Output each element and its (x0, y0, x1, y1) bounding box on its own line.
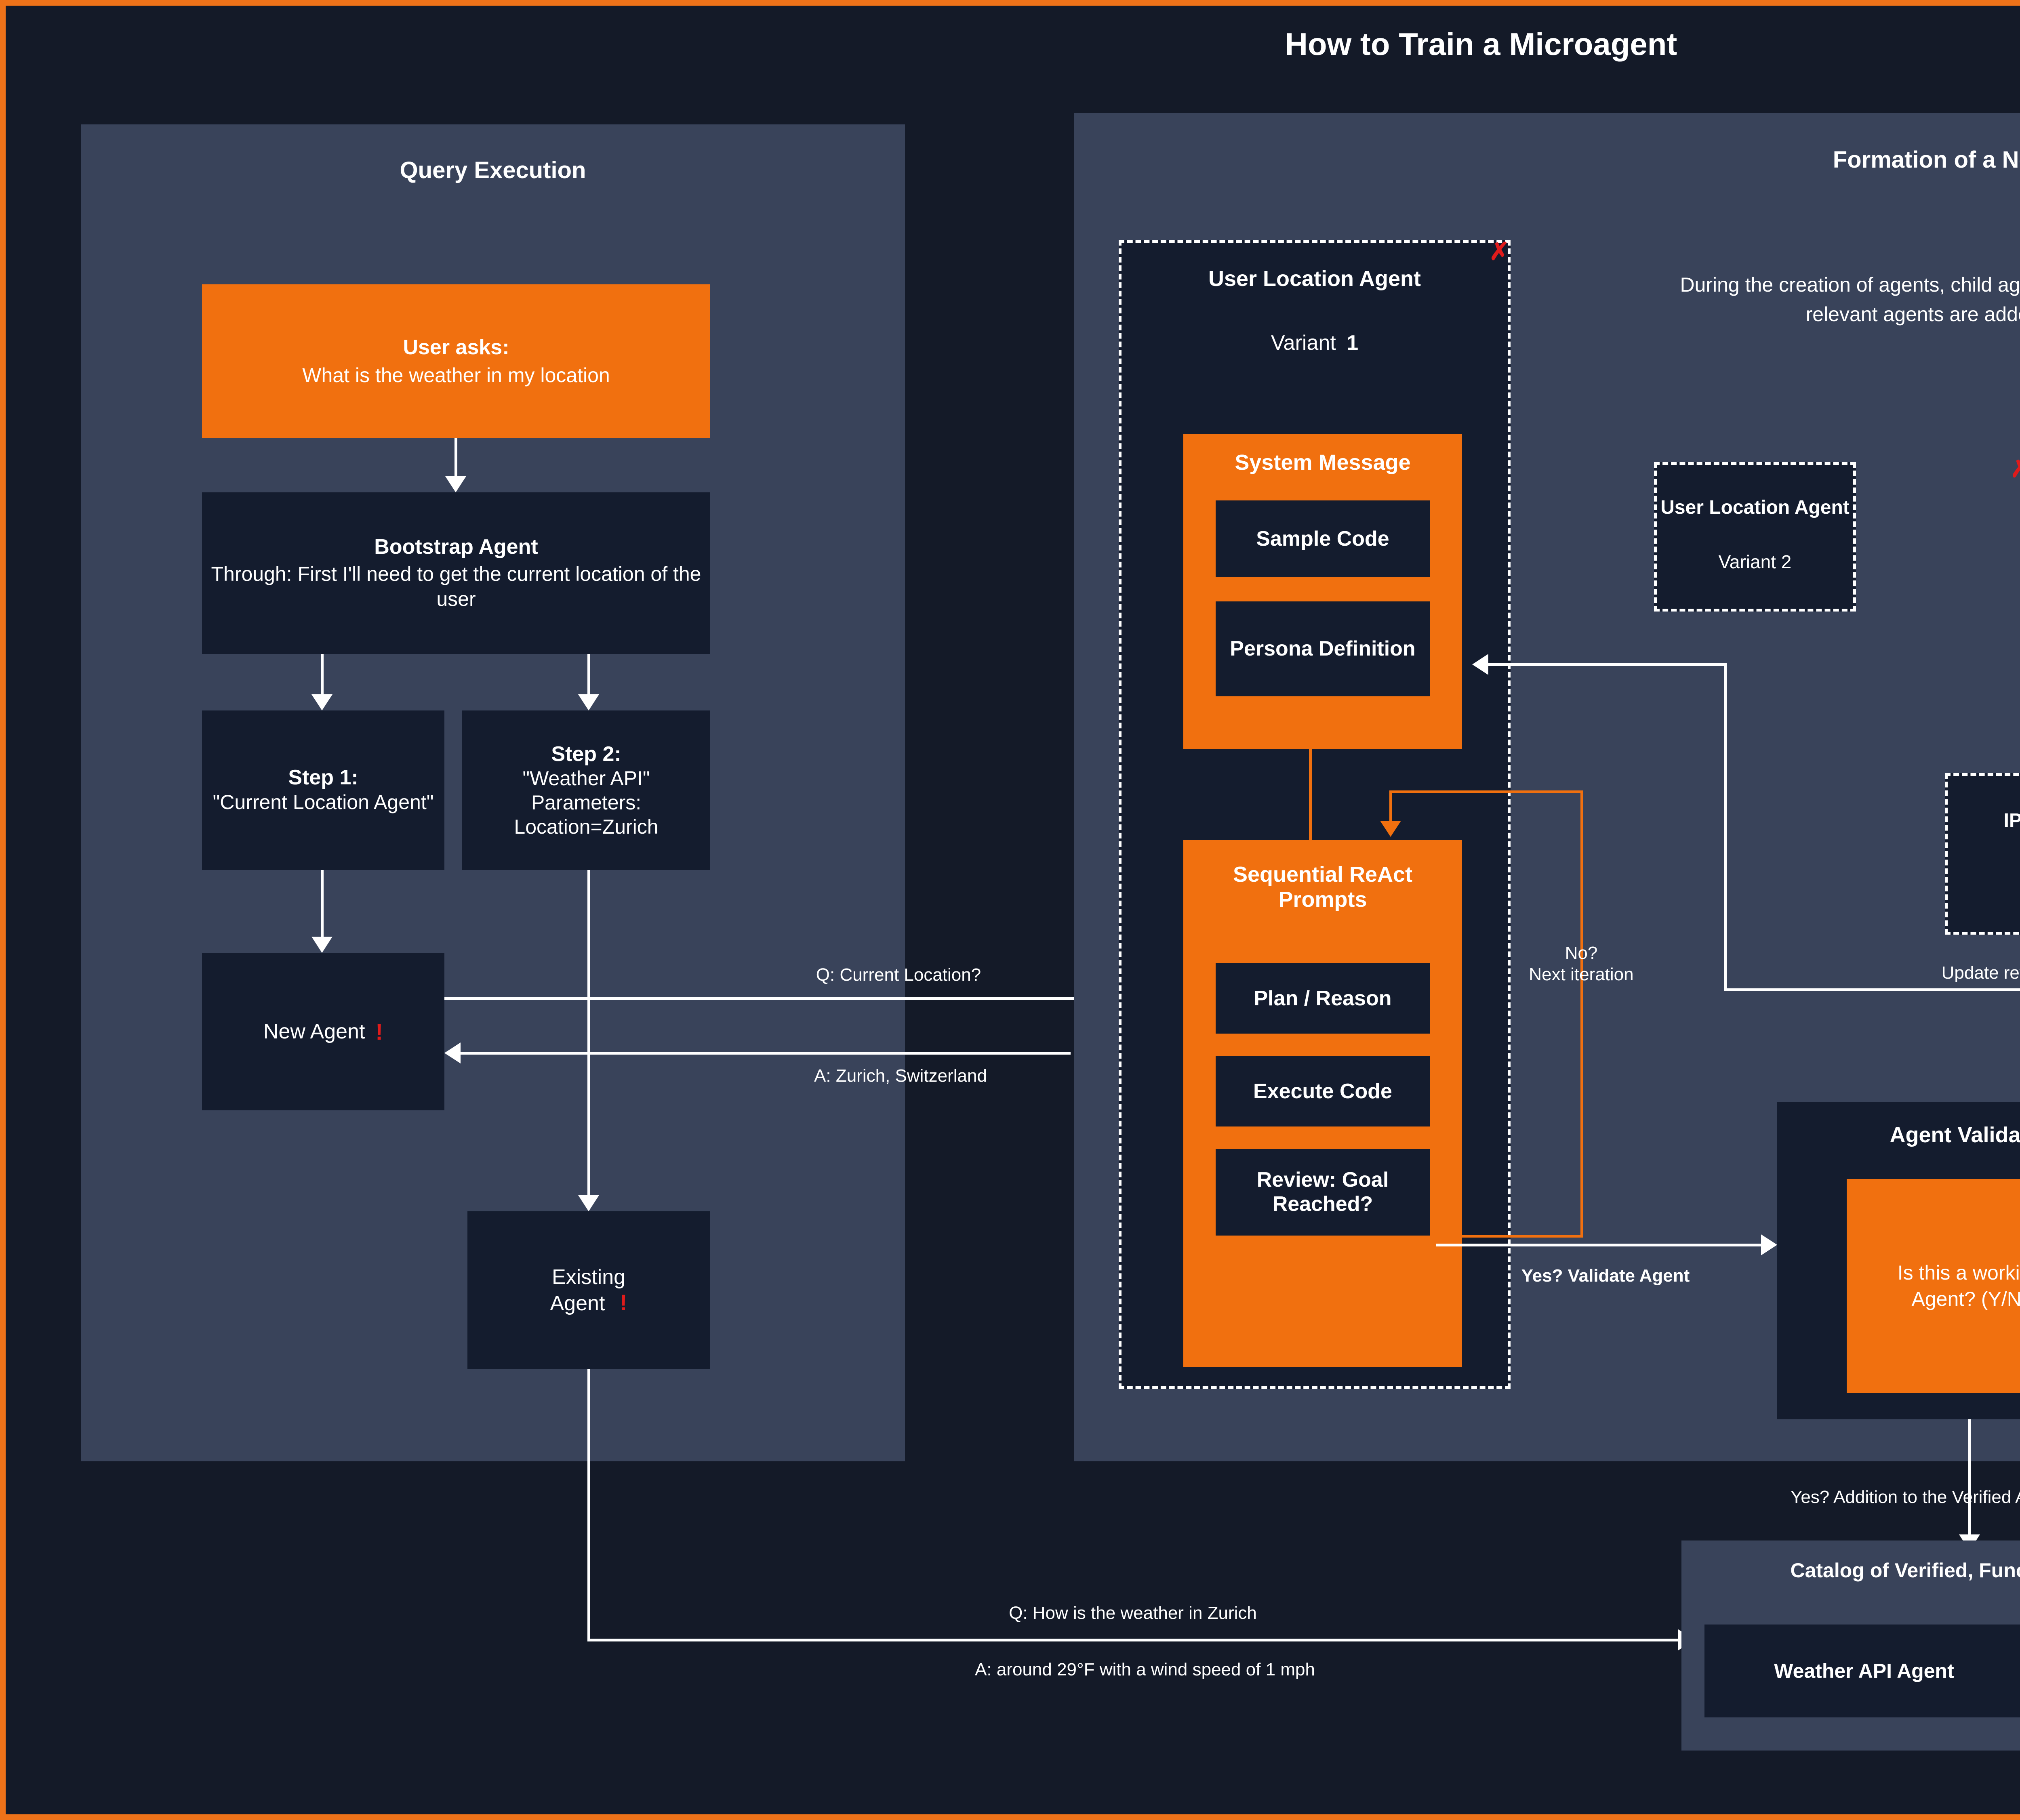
edge-label-a-weather: A: around 29°F with a wind speed of 1 mp… (975, 1660, 1315, 1679)
system-message-title: System Message (1235, 450, 1411, 475)
arrowhead-down-orange (1380, 821, 1401, 837)
node-existing-agent: Existing Agent ! (467, 1211, 710, 1369)
agent-ip-lookup-variant1 (1945, 773, 2020, 935)
edge-q-current-location (444, 997, 1099, 1000)
system-message-item-persona-definition: Persona Definition (1216, 601, 1430, 696)
edge-update-prompt-vert (1724, 663, 1727, 991)
node-existing-agent-line2-wrap: Agent ! (550, 1289, 627, 1316)
arrowhead-down (578, 694, 599, 710)
node-step2: Step 2: "Weather API" Parameters: Locati… (462, 710, 710, 870)
catalog-item-label: Weather API Agent (1774, 1660, 1954, 1682)
edge-label-next-iteration-l2: Next iteration (1529, 964, 1634, 984)
agent-validator-prompt-box: Is this a working Agent? (Y/N) (1847, 1179, 2020, 1393)
panel-query-execution-title: Query Execution (400, 157, 586, 183)
system-message-item-label: Persona Definition (1230, 637, 1416, 660)
arrowhead-down (578, 1195, 599, 1211)
edge-bootstrap-step2 (587, 654, 590, 698)
edge-label-yes-validate-agent: Yes? Validate Agent (1521, 1266, 1690, 1286)
edge-label-a-zurich: A: Zurich, Switzerland (814, 1066, 987, 1086)
node-step2-line1: "Weather API" (522, 767, 650, 790)
node-bootstrap-agent: Bootstrap Agent Through: First I'll need… (202, 492, 710, 654)
react-item-plan-reason: Plan / Reason (1216, 963, 1430, 1034)
agent-ip-lookup-variant1-variant: Variant 1 (1945, 876, 2020, 898)
panel-formation-title: Formation of a New Agent (1833, 147, 2020, 173)
agent-variant1-variant-number: 1 (1347, 331, 1359, 355)
arrowhead-down (311, 937, 332, 953)
arrowhead-left (444, 1042, 461, 1063)
system-message-item-label: Sample Code (1256, 527, 1389, 551)
catalog-item-weather-api-agent: Weather API Agent (1704, 1625, 2020, 1717)
node-new-agent: New Agent ! (202, 953, 444, 1110)
edge-loop-bottom (1462, 1235, 1583, 1238)
edge-loop-down-into-react (1389, 790, 1392, 823)
agent-variant1-variant: Variant 1 (1119, 331, 1511, 355)
react-prompts-title: Sequential ReAct Prompts (1183, 862, 1462, 912)
node-step2-line3: Location=Zurich (514, 815, 659, 838)
node-step1-heading: Step 1: (288, 766, 358, 790)
node-bootstrap-body: Through: First I'll need to get the curr… (211, 562, 701, 611)
node-bootstrap-heading: Bootstrap Agent (374, 535, 538, 559)
react-item-review-goal: Review: Goal Reached? (1216, 1149, 1430, 1236)
node-step1-body: "Current Location Agent" (213, 791, 434, 814)
agent-user-location-variant2-name: User Location Agent (1660, 497, 1850, 518)
arrowhead-right (1761, 1234, 1777, 1255)
node-user-asks-body: What is the weather in my location (302, 364, 610, 387)
arrowhead-left (1472, 654, 1488, 675)
edge-update-prompt-rail (1724, 988, 2020, 991)
system-message-item-sample-code: Sample Code (1216, 500, 1430, 577)
node-step1: Step 1: "Current Location Agent" (202, 710, 444, 870)
react-item-label-line1: Review: Goal (1256, 1168, 1389, 1192)
agent-validator-prompt-line1: Is this a working (1897, 1261, 2020, 1284)
node-step2-line2: Parameters: (531, 791, 642, 814)
edge-label-yes-addition-catalogue: Yes? Addition to the Verified Agent Cata… (1791, 1487, 2020, 1507)
edge-label-next-iteration: No? Next iteration (1456, 943, 1706, 986)
edge-label-q-current-location: Q: Current Location? (816, 965, 981, 985)
agent-validator-title: Agent Validator (1890, 1123, 2020, 1147)
node-new-agent-label: New Agent (263, 1020, 365, 1043)
agent-ip-lookup-variant1-name: IP Lookup Agent (2003, 810, 2020, 831)
edge-step2-existingagent (587, 870, 590, 1199)
node-existing-agent-line2: Agent (550, 1291, 605, 1315)
node-step2-heading: Step 2: (551, 742, 621, 766)
edge-update-prompt-in (1488, 663, 1727, 666)
edge-label-update-revised-prompt: Update revised system prompt (1759, 963, 2020, 983)
edge-a-zurich (461, 1052, 1071, 1055)
agent-validator-prompt-line2: Agent? (Y/N) (1911, 1288, 2020, 1310)
edge-userasks-bootstrap (455, 438, 457, 480)
node-user-asks: User asks: What is the weather in my loc… (202, 284, 710, 438)
node-user-asks-heading: User asks: (403, 336, 509, 359)
catalog-title: Catalog of Verified, Functional Agents (1790, 1559, 2020, 1582)
edge-validator-to-catalog (1968, 1419, 1971, 1538)
node-existing-agent-line1: Existing (551, 1265, 626, 1289)
warning-icon: ! (619, 1289, 627, 1315)
edge-yes-validate-agent (1436, 1244, 1761, 1246)
edge-step1-newagent (321, 870, 324, 941)
react-item-label: Plan / Reason (1254, 986, 1392, 1010)
react-item-label-line2: Reached? (1272, 1192, 1373, 1216)
agent-user-location-variant2 (1654, 462, 1856, 612)
react-item-execute-code: Execute Code (1216, 1056, 1430, 1126)
edge-weather-question (587, 1639, 1678, 1641)
panel-formation-description: During the creation of agents, child age… (1680, 273, 2020, 326)
edge-loop-top (1389, 790, 1583, 793)
edge-bootstrap-step1 (321, 654, 324, 698)
react-prompts-title-line1: Sequential ReAct (1233, 862, 1413, 887)
agent-variant1-variant-prefix: Variant (1271, 331, 1336, 355)
edge-react-to-systemmessage (1309, 749, 1312, 840)
agent-variant1-name: User Location Agent (1208, 267, 1421, 291)
agent-user-location-variant2-variant: Variant 2 (1718, 551, 1792, 572)
status-fail-icon: ✗ (2005, 454, 2020, 484)
edge-existingagent-down (587, 1369, 590, 1641)
warning-icon: ! (375, 1019, 383, 1045)
arrowhead-down (445, 476, 466, 492)
page-title: How to Train a Microagent (1285, 26, 1677, 62)
system-message-block (1183, 434, 1462, 749)
edge-label-q-weather: Q: How is the weather in Zurich (1009, 1603, 1257, 1623)
react-item-label: Execute Code (1253, 1079, 1392, 1103)
react-prompts-title-line2: Prompts (1278, 887, 1367, 912)
edge-label-next-iteration-l1: No? (1565, 943, 1598, 963)
status-fail-icon: ✗ (1489, 238, 1510, 265)
arrowhead-down (311, 694, 332, 710)
edge-loop-right (1580, 790, 1583, 1238)
